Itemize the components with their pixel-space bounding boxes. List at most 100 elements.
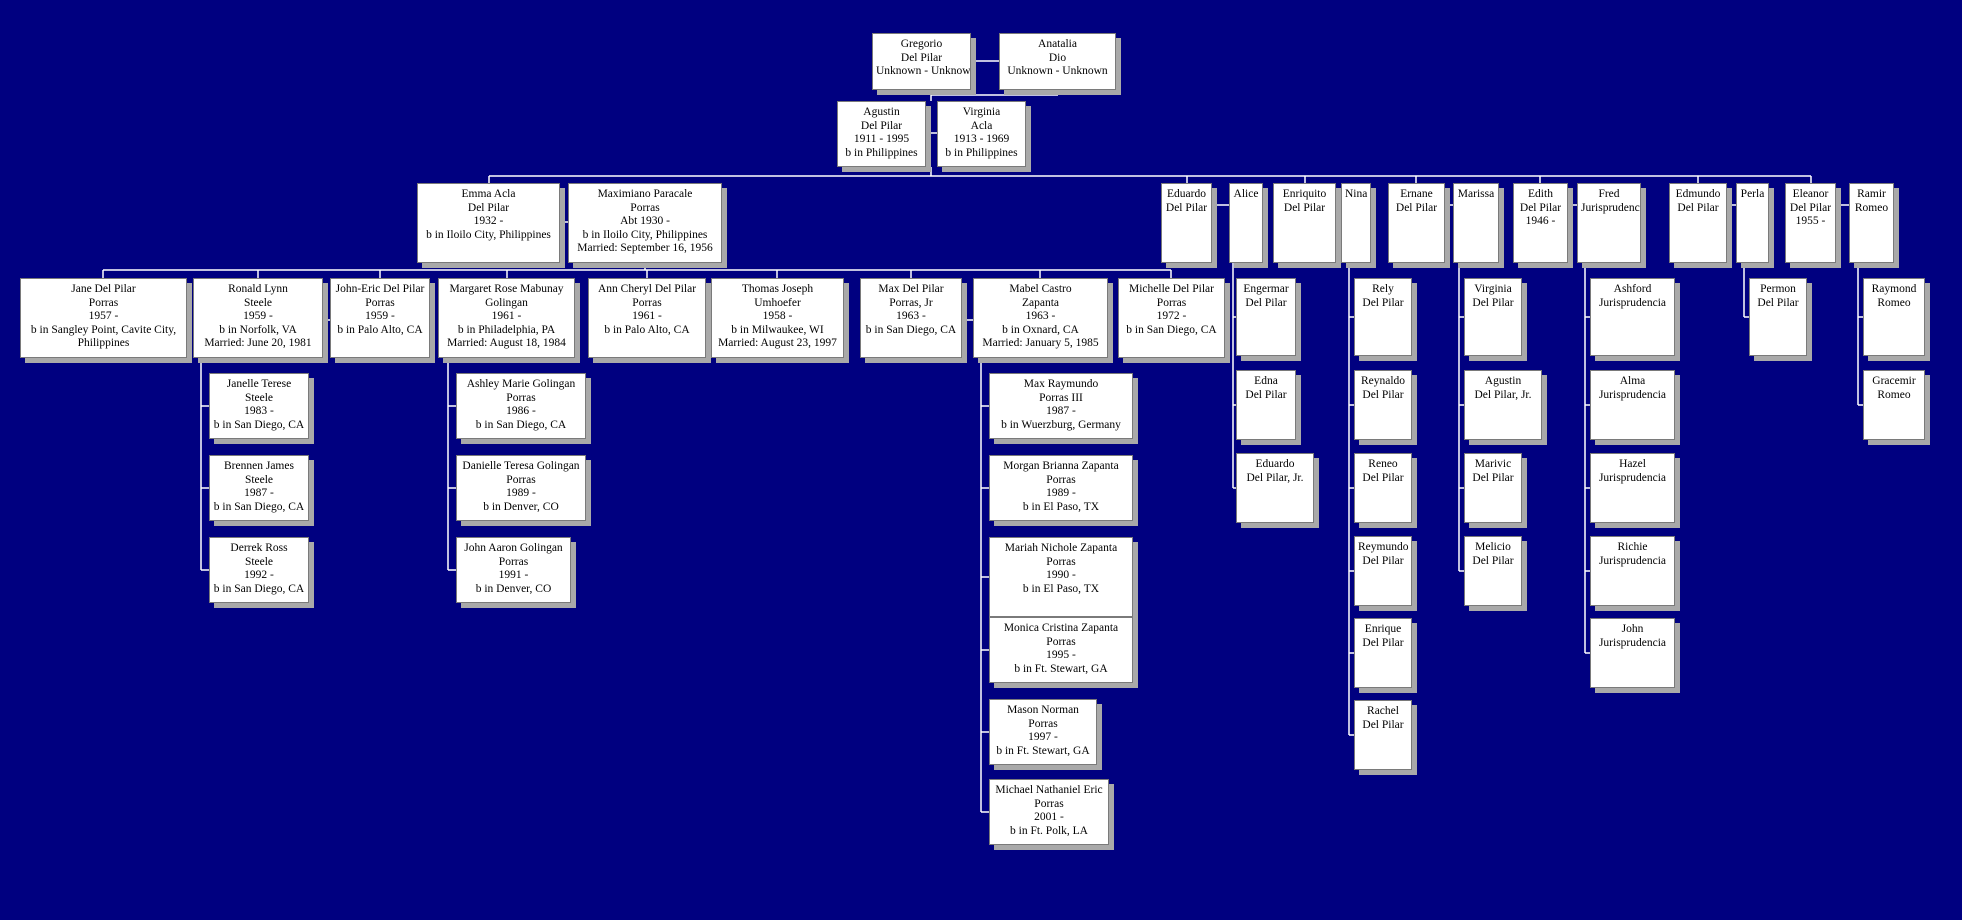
person-line: 1972 - [1156, 310, 1187, 322]
person-line: Gregorio [900, 38, 943, 50]
person-line: Michael Nathaniel Eric [995, 784, 1103, 796]
person-line: Gracemir [1872, 375, 1916, 387]
person-line: Married: June 20, 1981 [204, 337, 312, 349]
person-line: Mason Norman [1007, 704, 1079, 716]
person-line: Reynaldo [1360, 375, 1406, 387]
person-line: Steele [243, 296, 273, 309]
person-line: b in El Paso, TX [1022, 500, 1100, 513]
person-box-alice: Alice [1229, 183, 1263, 263]
person-line: Steele [244, 391, 274, 404]
person-line: Jurisprudencia [1581, 201, 1640, 214]
person-line: Porras [88, 296, 119, 309]
person-line: Philippines [77, 337, 130, 349]
person-line: 1986 - [506, 405, 536, 417]
person-line: 1959 - [365, 310, 395, 322]
person-line: Abt 1930 - [620, 215, 670, 227]
person-line: 2001 - [1034, 811, 1064, 823]
person-line: Married: August 23, 1997 [718, 337, 837, 349]
person-line: b in Palo Alto, CA [604, 323, 690, 336]
person-line: b in San Diego, CA [1126, 323, 1217, 336]
person-line: Dio [1048, 51, 1067, 64]
person-line: Del Pilar [1245, 388, 1287, 401]
person-line: b in Palo Alto, CA [337, 323, 423, 336]
person-line: Janelle Terese [226, 378, 292, 390]
person-line: Porras [498, 555, 529, 568]
person-line: Steele [244, 473, 274, 486]
person-line: 1987 - [1046, 405, 1076, 417]
person-line: Jurisprudencia [1598, 554, 1667, 567]
person-line: Mabel Castro [1009, 283, 1072, 295]
person-line: Hazel [1619, 458, 1646, 470]
person-line: Porras, Jr [889, 296, 933, 309]
person-line: Acla [970, 119, 993, 132]
person-line: 1995 - [1046, 649, 1076, 661]
person-line: Porras [1046, 635, 1076, 648]
person-line: Golingan [485, 296, 528, 309]
person-line: Del Pilar [1757, 296, 1799, 309]
person-line: Max Del Pilar [878, 283, 944, 295]
person-line: Rely [1372, 283, 1394, 295]
person-line: Morgan Brianna Zapanta [1003, 460, 1119, 472]
person-line: Del Pilar [1362, 388, 1404, 401]
person-line: b in Wuerzburg, Germany [1001, 418, 1121, 431]
person-line: Married: August 18, 1984 [447, 337, 566, 349]
person-box-nina: Nina [1341, 183, 1371, 263]
person-line: Max Raymundo [1023, 378, 1099, 390]
person-line: Porras [365, 296, 395, 309]
person-line: Virginia [1474, 283, 1512, 295]
person-line: Enriquito [1282, 188, 1327, 200]
person-line: b in Ft. Stewart, GA [1014, 662, 1108, 675]
person-line: Margaret Rose Mabunay [449, 283, 564, 295]
person-line: Del Pilar [900, 51, 943, 64]
person-line: Ashley Marie Golingan [466, 378, 576, 390]
person-line: John-Eric Del Pilar [335, 283, 425, 295]
person-line: Thomas Joseph [741, 283, 814, 295]
person-line: 1946 - [1525, 215, 1556, 227]
person-line: Porras [506, 473, 536, 486]
person-line: Melicio [1475, 541, 1511, 553]
person-line: Ronald Lynn [228, 283, 288, 295]
person-line: 1963 - [896, 310, 926, 322]
person-line: Jurisprudencia [1598, 296, 1667, 309]
person-line: 1992 - [244, 569, 274, 581]
person-line: Richie [1617, 541, 1648, 553]
person-line: Steele [244, 555, 274, 568]
person-line: Jurisprudencia [1598, 388, 1667, 401]
person-line: Porras [1034, 797, 1064, 810]
person-line: Umhoefer [754, 296, 801, 309]
person-box-fred: FredJurisprudencia [1577, 183, 1641, 263]
person-line: b in Sangley Point, Cavite City, [30, 323, 177, 336]
person-line: b in El Paso, TX [1022, 582, 1100, 595]
person-line: Del Pilar [1362, 636, 1404, 649]
person-line: Maximiano Paracale [597, 188, 693, 200]
person-line: b in Oxnard, CA [1002, 323, 1079, 336]
person-line: Marissa [1457, 188, 1495, 200]
person-line: Porras [1028, 717, 1058, 730]
person-line: Brennen James [224, 460, 294, 472]
person-line: Jane Del Pilar [71, 283, 136, 295]
person-line: Permon [1760, 283, 1796, 295]
person-line: Romeo [1877, 388, 1911, 401]
person-line: Del Pilar [1395, 201, 1438, 214]
person-line: Edith [1528, 188, 1553, 200]
person-line: Del Pilar [1362, 554, 1404, 567]
